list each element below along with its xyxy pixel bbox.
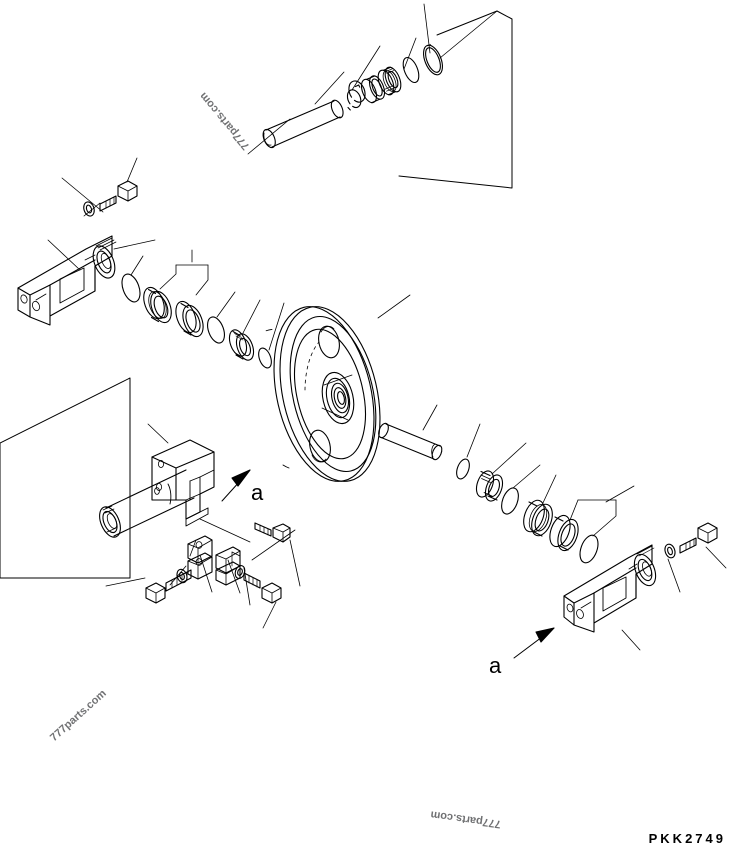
leader-line bbox=[403, 37, 417, 70]
guide-plate bbox=[187, 535, 213, 564]
hex-bolt-1 bbox=[145, 569, 192, 604]
section-plane-upper-right bbox=[398, 10, 513, 189]
bushing bbox=[360, 75, 386, 104]
flat-washer-right bbox=[664, 543, 676, 559]
part-number-label: PKK2749 bbox=[648, 831, 726, 846]
washer-ring-top bbox=[423, 44, 443, 76]
shim-plate bbox=[215, 561, 241, 586]
bearing-collar-right bbox=[475, 470, 504, 502]
seal-ring-right bbox=[549, 514, 579, 552]
o-ring-right-1 bbox=[456, 458, 470, 480]
seal-ring-left bbox=[175, 300, 204, 338]
flat-washer-left bbox=[83, 201, 95, 217]
leader-line bbox=[621, 629, 641, 651]
leader-line bbox=[227, 559, 241, 594]
yoke-tube bbox=[99, 469, 195, 538]
right-bearing-stack bbox=[378, 404, 635, 564]
leader-line bbox=[242, 299, 261, 334]
small-o-ring-left bbox=[258, 347, 272, 369]
leader-line bbox=[199, 554, 213, 593]
leader-line bbox=[251, 529, 296, 561]
flat-washer-2 bbox=[234, 565, 246, 579]
idler-hub bbox=[321, 371, 355, 425]
leader-line bbox=[262, 601, 277, 629]
hex-bolt-2 bbox=[243, 572, 282, 604]
leader-line bbox=[130, 255, 144, 276]
leader-line bbox=[159, 264, 177, 290]
leader-line bbox=[466, 423, 481, 458]
right-support-bracket-assembly bbox=[563, 522, 727, 651]
leader-line bbox=[147, 423, 169, 444]
section-arrow-left bbox=[221, 469, 251, 502]
leader-line bbox=[705, 546, 727, 569]
idler-wheel bbox=[265, 294, 411, 482]
leader-line bbox=[491, 442, 527, 475]
mounting-bolt-left bbox=[99, 180, 138, 212]
leader-line bbox=[605, 485, 635, 503]
floating-seal bbox=[377, 66, 402, 96]
o-ring-top bbox=[402, 56, 420, 84]
leader-line bbox=[247, 118, 291, 155]
yoke-tube-assembly bbox=[99, 423, 301, 629]
shim-plate bbox=[187, 552, 213, 580]
support-bracket-right bbox=[563, 544, 657, 633]
leader-line bbox=[512, 464, 541, 489]
shaft-pin-right bbox=[378, 422, 443, 461]
idler-wheel-rim bbox=[279, 306, 381, 482]
leader-line bbox=[423, 3, 431, 54]
leader-line bbox=[243, 567, 251, 606]
leader-line bbox=[422, 404, 438, 431]
section-callout-a-left: a bbox=[251, 480, 264, 505]
section-arrow-right bbox=[513, 627, 555, 659]
leader-line bbox=[216, 291, 236, 318]
left-bearing-stack bbox=[121, 249, 285, 369]
leader-line bbox=[113, 239, 156, 250]
leader-line bbox=[268, 302, 285, 351]
mounting-flange bbox=[151, 439, 215, 527]
top-pin-assembly bbox=[247, 3, 498, 155]
leader-line bbox=[592, 499, 617, 537]
lightening-hole bbox=[309, 429, 331, 463]
leader-line bbox=[189, 539, 197, 557]
leader-line bbox=[439, 10, 498, 59]
o-ring-right-2 bbox=[501, 487, 519, 515]
leader-line bbox=[541, 474, 557, 506]
leader-line bbox=[195, 264, 209, 296]
bearing-collar-left bbox=[228, 329, 255, 361]
floating-seal-assembly-left bbox=[143, 286, 172, 324]
leader-line bbox=[314, 71, 345, 105]
hex-bolt-3 bbox=[254, 522, 291, 543]
mounting-bolt-right bbox=[679, 522, 718, 554]
leader-line bbox=[199, 518, 251, 543]
left-support-bracket-assembly bbox=[17, 157, 156, 326]
leader-line bbox=[83, 202, 101, 217]
lightening-hole bbox=[318, 325, 340, 359]
leader-line bbox=[47, 239, 81, 271]
leader-line bbox=[105, 577, 146, 587]
leader-line bbox=[351, 45, 381, 91]
leader-line bbox=[667, 558, 681, 593]
pin-shaft bbox=[262, 99, 344, 149]
o-ring-right-outer bbox=[579, 534, 599, 564]
leader-line bbox=[61, 177, 104, 213]
leader-line bbox=[569, 499, 579, 521]
floating-seal-assembly-right bbox=[523, 499, 553, 537]
leader-line bbox=[289, 539, 301, 587]
leader-line bbox=[169, 565, 187, 586]
o-ring-left-inner bbox=[207, 316, 225, 344]
o-ring-left-outer bbox=[121, 273, 141, 303]
support-bracket-left bbox=[17, 235, 117, 326]
leader-line bbox=[126, 157, 138, 183]
leader-line bbox=[377, 294, 411, 319]
section-callout-a-right: a bbox=[489, 653, 502, 678]
section-plane-left bbox=[0, 377, 131, 579]
